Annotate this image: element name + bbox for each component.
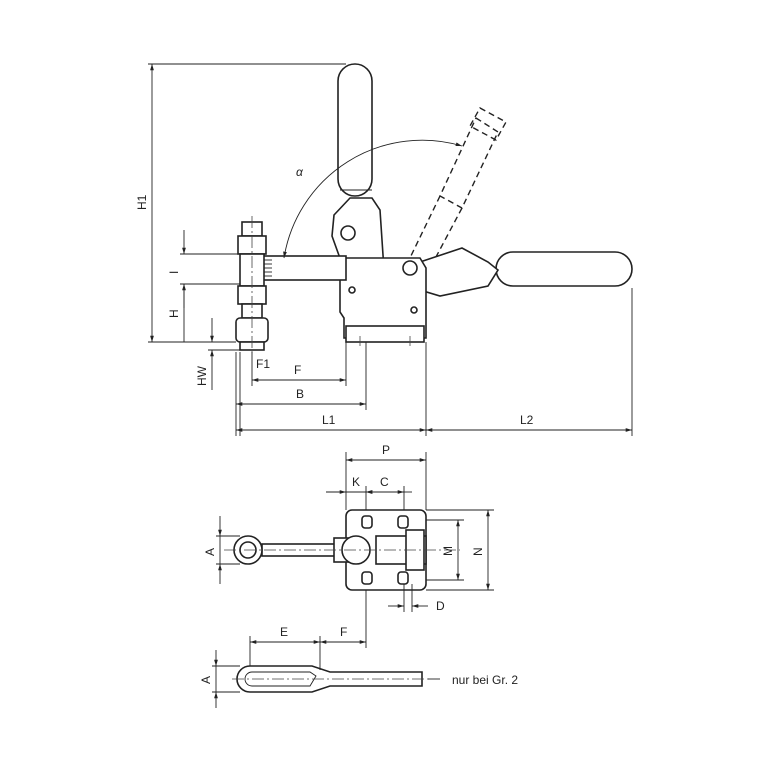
label-B: B — [296, 387, 304, 401]
label-M: M — [441, 546, 455, 556]
label-L1: L1 — [322, 413, 336, 427]
alpha-arc — [283, 139, 463, 259]
handle-dashed — [407, 107, 507, 273]
label-N: N — [471, 547, 485, 556]
label-K: K — [352, 475, 360, 489]
arm-detail: E F A nur bei Gr. 2 — [199, 590, 518, 708]
label-P: P — [382, 443, 390, 457]
label-L2: L2 — [520, 413, 534, 427]
side-view: α H1 I H HW F1 F B — [135, 63, 633, 436]
top-view: P K C A M N D — [203, 443, 494, 613]
label-H1: H1 — [135, 194, 149, 210]
label-E: E — [280, 625, 288, 639]
label-HW: HW — [195, 365, 209, 386]
label-F: F — [294, 363, 301, 377]
label-H: H — [167, 309, 181, 318]
label-F1: F1 — [256, 357, 270, 371]
label-alpha: α — [296, 165, 304, 179]
label-C: C — [380, 475, 389, 489]
label-A: A — [203, 548, 217, 556]
label-I: I — [167, 271, 181, 274]
label-F-bottom: F — [340, 625, 347, 639]
label-A-bottom: A — [199, 676, 213, 684]
handle-closed — [419, 247, 633, 297]
spindle-assembly — [235, 216, 269, 356]
clamping-arm — [261, 255, 347, 281]
base-body — [339, 257, 427, 346]
note-text: nur bei Gr. 2 — [452, 673, 518, 687]
label-D: D — [436, 599, 445, 613]
